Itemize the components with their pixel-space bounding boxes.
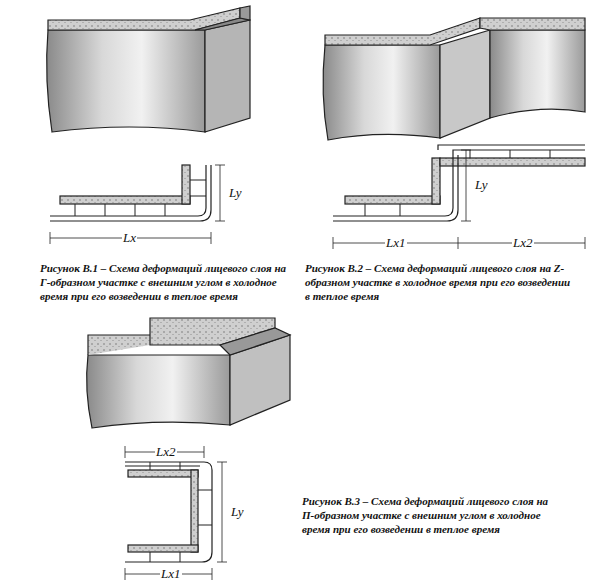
figure-caption: Рисунок В.2 – Схема деформаций лицевого … xyxy=(305,262,575,303)
dimension-label: Ly xyxy=(230,505,245,518)
figure-caption: Рисунок В.3 – Схема деформаций лицевого … xyxy=(302,495,562,536)
dimension-label: Lx2 xyxy=(155,445,177,458)
figure-caption: Рисунок В.1 – Схема деформаций лицевого … xyxy=(40,262,290,303)
dimension-label: Lx2 xyxy=(512,236,534,249)
dimension-label: Ly xyxy=(228,186,243,199)
dimension-label: Lx1 xyxy=(160,567,182,580)
dimension-label: Lx xyxy=(122,231,137,244)
dimension-label: Ly xyxy=(474,178,489,191)
dimension-label: Lx1 xyxy=(385,236,407,249)
